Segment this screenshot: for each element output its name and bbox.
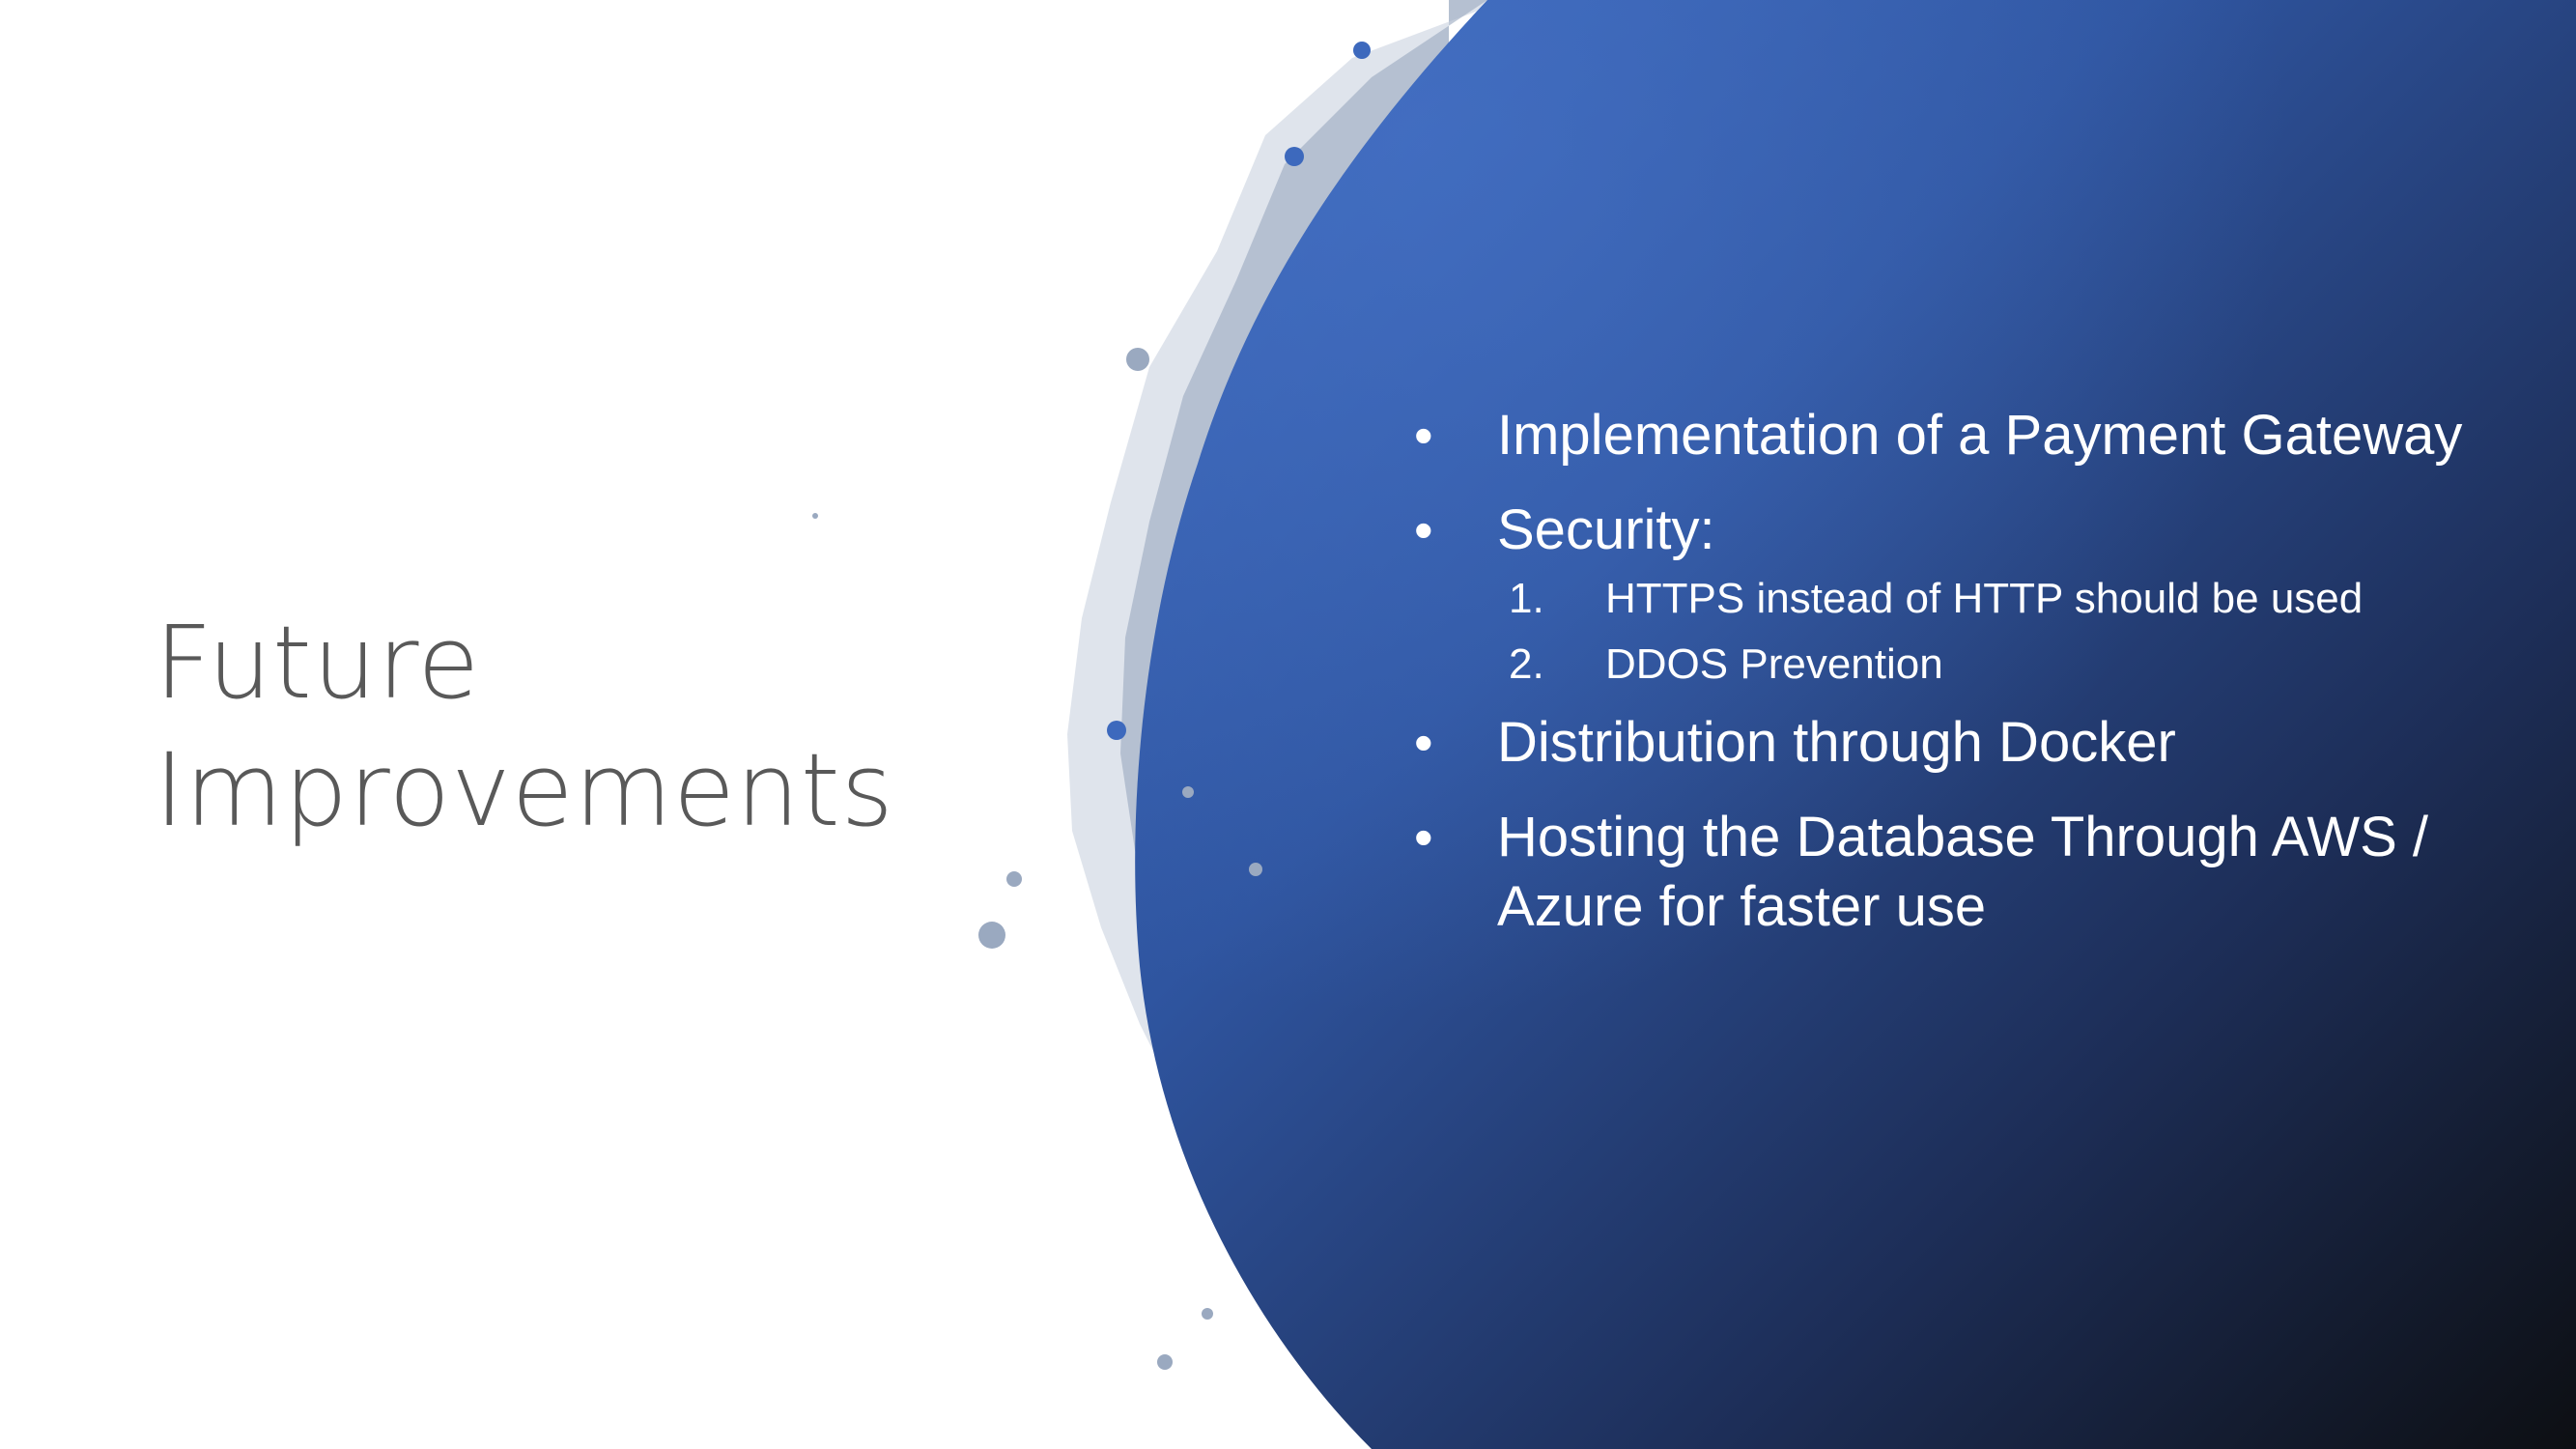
bullet-marker: • [1414, 405, 1433, 466]
sub-item-number: 2. [1509, 640, 1544, 688]
bullet-item-hosting: • Hosting the Database Through AWS / Azu… [1401, 803, 2473, 942]
splatter-dot [1353, 42, 1371, 59]
splatter-dot [1285, 147, 1304, 166]
splatter-dot [1157, 1354, 1173, 1370]
splatter-dot [1202, 1308, 1213, 1320]
splatter-dot [1107, 721, 1126, 740]
splatter-dot [1249, 863, 1262, 876]
sub-item-ddos: 2. DDOS Prevention [1509, 637, 2473, 693]
bullet-marker: • [1414, 807, 1433, 867]
slide-title: Future Improvements [155, 599, 1024, 854]
splatter-dot [812, 513, 818, 519]
bullet-item-docker: • Distribution through Docker [1401, 708, 2473, 778]
sub-item-https: 1. HTTPS instead of HTTP should be used [1509, 571, 2473, 627]
sub-item-number: 1. [1509, 575, 1544, 622]
splatter-dot [1006, 871, 1022, 887]
bullet-text: Implementation of a Payment Gateway [1497, 404, 2463, 467]
bullet-marker: • [1414, 499, 1433, 560]
bullet-marker: • [1414, 712, 1433, 773]
bullet-item-payment-gateway: • Implementation of a Payment Gateway [1401, 401, 2473, 470]
bullet-text: Security: [1497, 498, 1715, 561]
bullet-text: Hosting the Database Through AWS / Azure… [1497, 806, 2428, 938]
title-line-1: Future [155, 604, 481, 722]
splatter-dot [978, 922, 1005, 949]
title-line-2: Improvements [155, 731, 894, 849]
bullet-list: • Implementation of a Payment Gateway • … [1401, 401, 2473, 967]
sub-item-text: DDOS Prevention [1605, 640, 1943, 688]
security-sublist: 1. HTTPS instead of HTTP should be used … [1401, 571, 2473, 693]
sub-item-text: HTTPS instead of HTTP should be used [1605, 575, 2364, 622]
splatter-dot [1182, 786, 1194, 798]
blue-panel-glow [1135, 0, 2576, 1449]
bullet-item-security: • Security: [1401, 496, 2473, 565]
bullet-text: Distribution through Docker [1497, 711, 2176, 774]
splatter-dot [1126, 348, 1149, 371]
